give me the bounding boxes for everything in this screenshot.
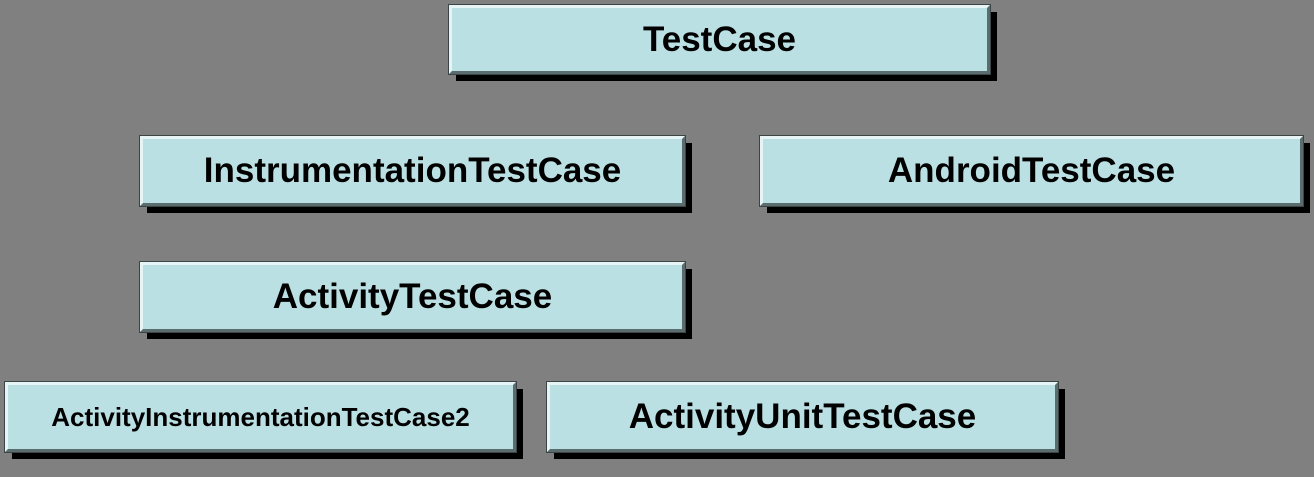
node-android-test-case: AndroidTestCase [759, 135, 1304, 207]
node-activity-instrumentation-test-case2: ActivityInstrumentationTestCase2 [4, 381, 517, 453]
node-instrumentation-test-case: InstrumentationTestCase [139, 135, 686, 207]
node-activity-unit-test-case: ActivityUnitTestCase [546, 381, 1059, 453]
node-testcase: TestCase [448, 4, 991, 75]
node-activity-test-case: ActivityTestCase [139, 261, 686, 333]
